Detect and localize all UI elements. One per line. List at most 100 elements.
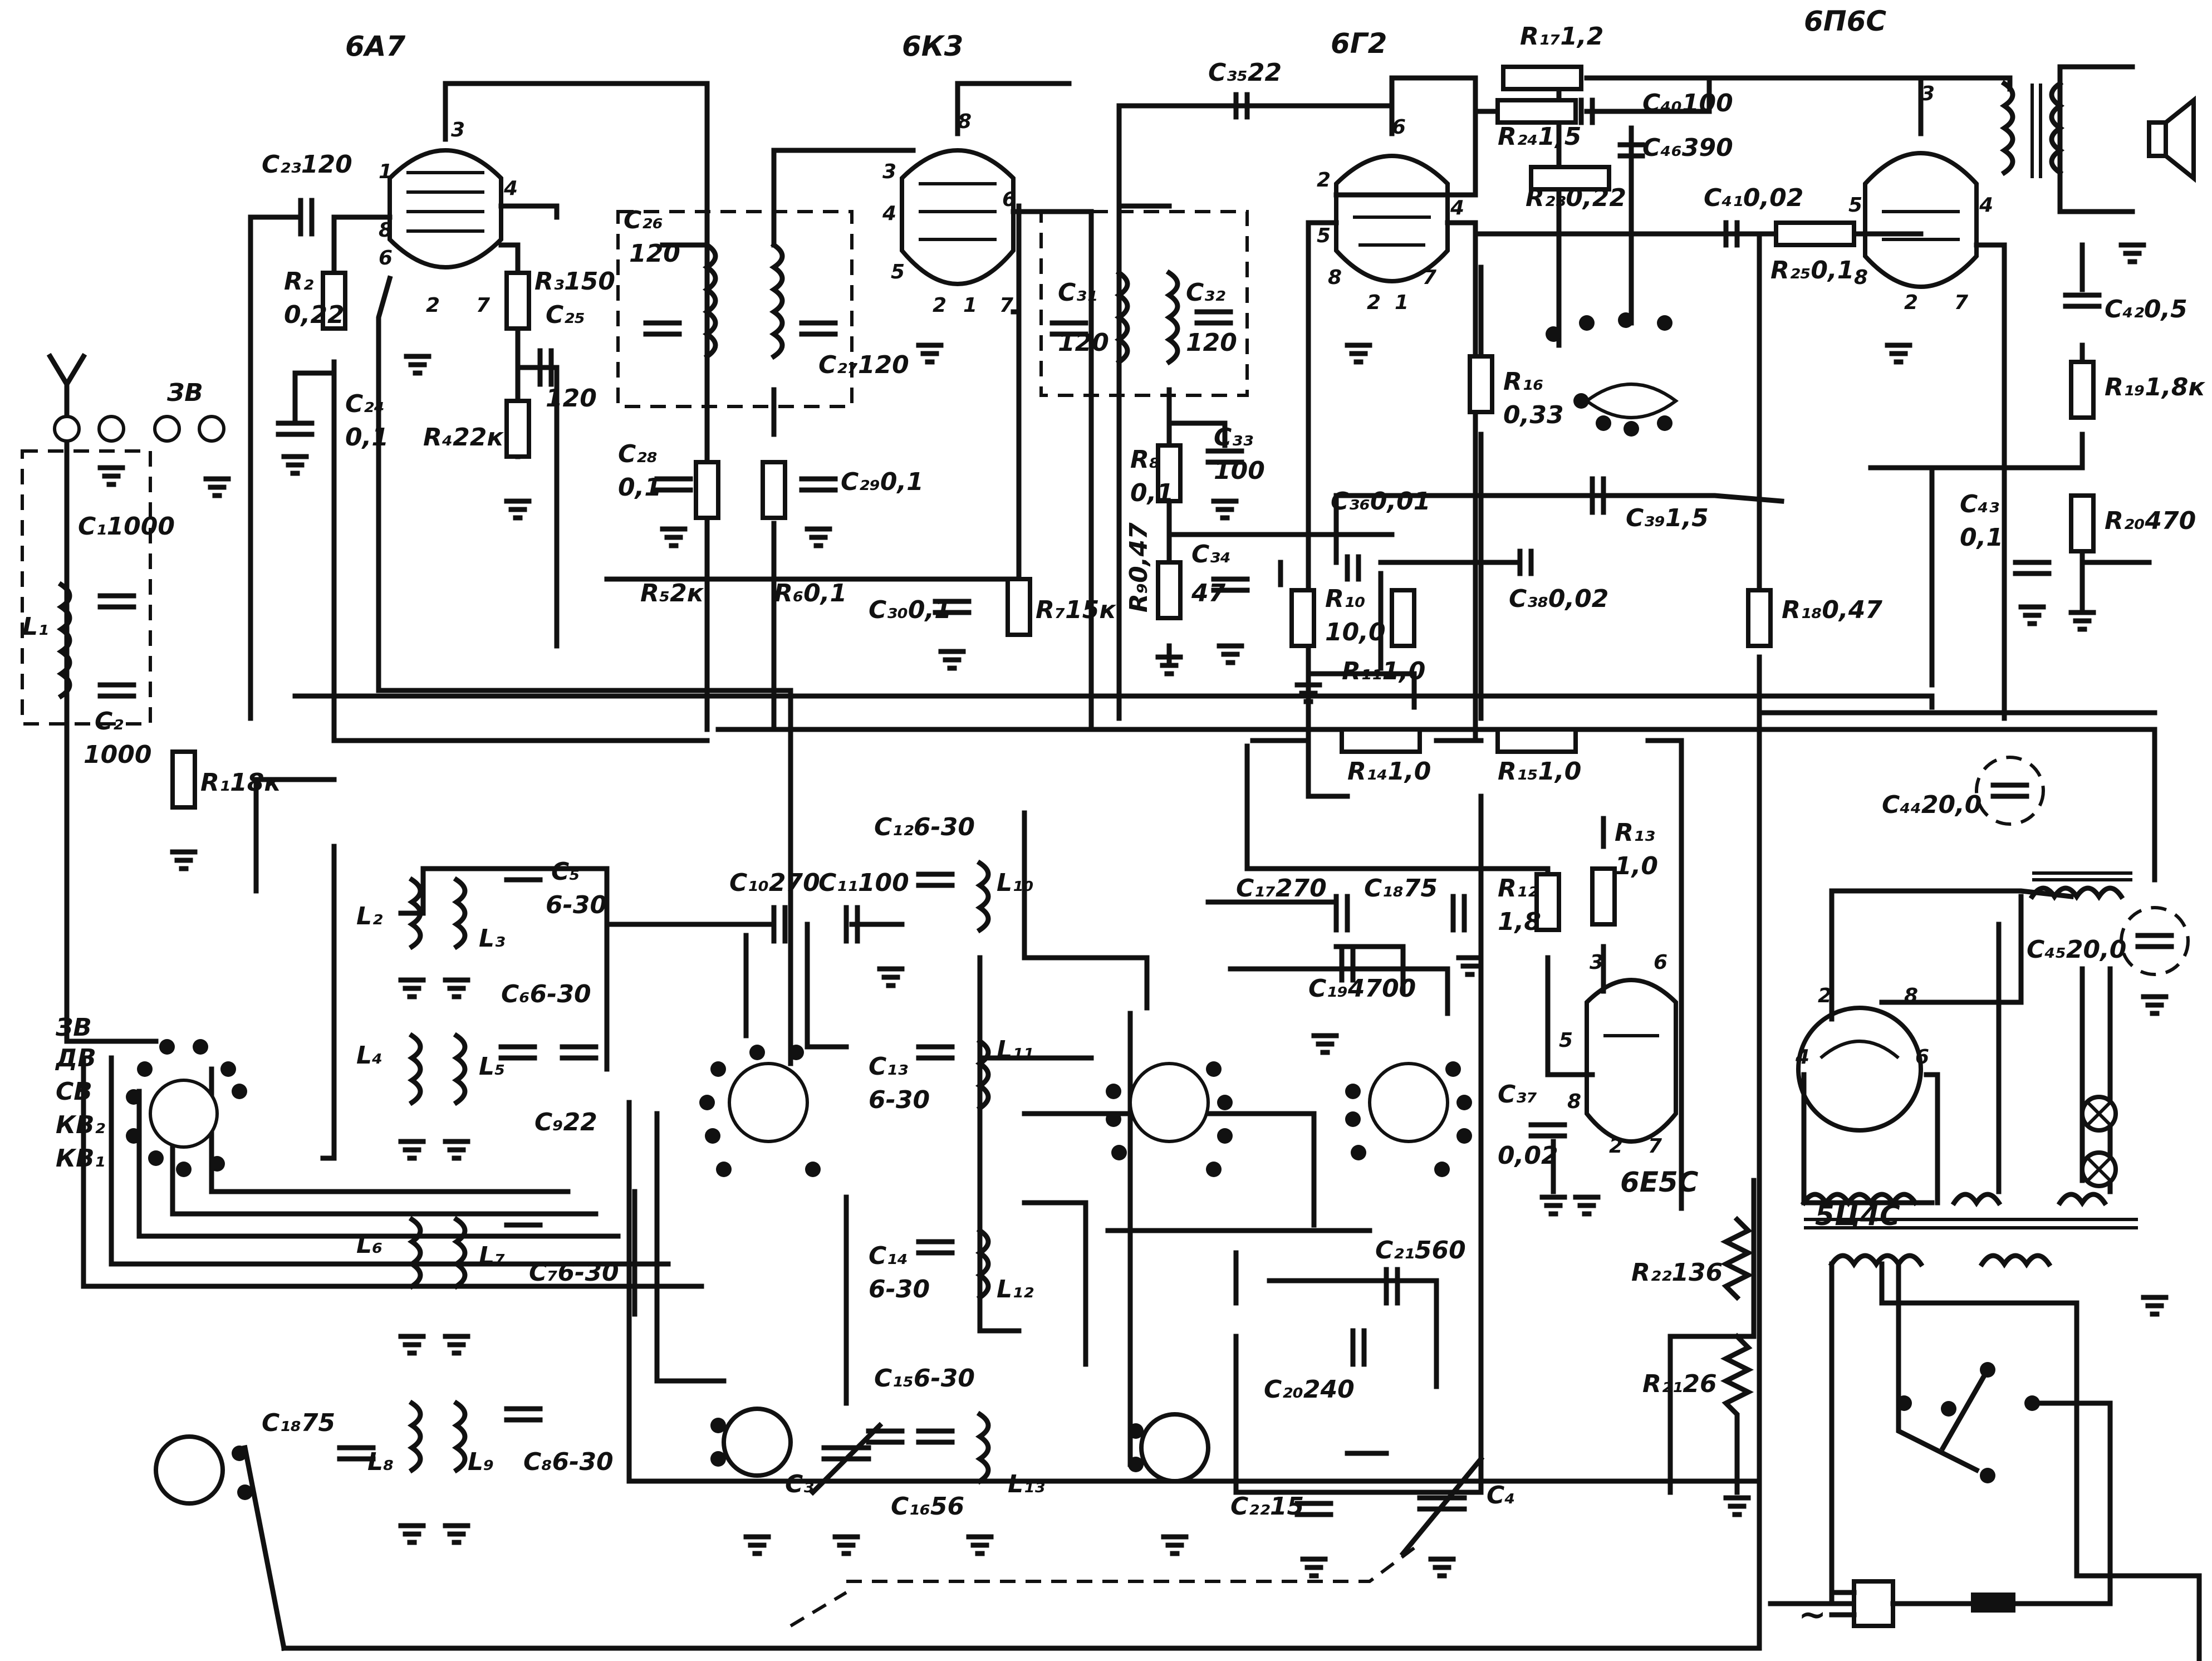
resistor-r25 (1774, 221, 1856, 247)
capacitor-c45 (2120, 906, 2190, 976)
label-r18: R₁₈0,47 (1782, 596, 1882, 624)
label-c13: C₁₃ (869, 1052, 908, 1081)
ground-icon (832, 1534, 860, 1556)
label-l9: L₉ (468, 1448, 494, 1476)
coil-l1 (56, 581, 72, 700)
label-c32-value: 120 (1186, 329, 1237, 357)
capacitor-c17 (1333, 894, 1350, 933)
pin: 3 (451, 119, 465, 141)
coil-if2-primary (1114, 269, 1130, 366)
label-c37-value: 0,02 (1498, 1141, 1558, 1170)
tone-switch (1546, 312, 1679, 437)
coil-l12 (975, 1227, 991, 1301)
label-c14-value: 6-30 (869, 1275, 930, 1304)
label-c43: C₄₃ (1960, 490, 1999, 518)
label-c35: C₃₅22 (1208, 58, 1282, 87)
label-c26-value: 120 (629, 239, 680, 268)
label-c17: C₁₇270 (1236, 874, 1327, 903)
mains-plug-icon (1829, 1579, 1979, 1628)
label-r13: R₁₃ (1615, 819, 1655, 847)
label-c24-value: 0,1 (345, 423, 389, 452)
capacitor-c43 (2013, 560, 2052, 576)
filter-choke (2028, 885, 2125, 901)
ground-icon (398, 1139, 426, 1161)
label-r5: R₅2к (640, 579, 704, 607)
label-r11: R₁₁1,0 (1342, 657, 1425, 685)
label-l8: L₈ (367, 1448, 394, 1476)
capacitor-c28 (654, 476, 693, 493)
capacitor-c41 (1723, 220, 1740, 248)
capacitor-c24 (276, 420, 315, 437)
resistor-r21 (1720, 1332, 1754, 1495)
if-can-2 (1039, 210, 1249, 397)
capacitor-c9 (560, 1044, 599, 1061)
label-c9: C₉22 (534, 1108, 597, 1136)
resistor-r8 (1156, 443, 1183, 503)
voltage-selector (1896, 1362, 2040, 1483)
label-c31-value: 120 (1058, 329, 1109, 357)
pickup-socket (154, 1434, 253, 1506)
capacitor-c22 (1294, 1501, 1333, 1517)
label-c7: C₇6-30 (529, 1258, 619, 1287)
ground-icon (966, 1534, 994, 1556)
coil-can-l1 (21, 449, 152, 726)
ground-icon (170, 849, 198, 871)
switches (126, 312, 2040, 1506)
pin: 4 (1795, 1046, 1809, 1069)
ground-icon (2141, 1295, 2169, 1317)
label-r8: R₈ (1130, 445, 1160, 474)
pin: 2 (1317, 169, 1331, 192)
pin: 5 (1848, 194, 1862, 217)
ground-icon (398, 1334, 426, 1356)
ground-icon (398, 977, 426, 999)
resistor-r4 (504, 399, 531, 459)
label-c5: C₅ (551, 858, 580, 886)
resistor-r11 (1390, 588, 1416, 648)
resistor-r16 (1468, 354, 1494, 414)
ground-icon (805, 526, 832, 548)
band-label: КВ₂ (56, 1111, 105, 1139)
pin: 1 (963, 294, 977, 317)
ground-icon (443, 1139, 470, 1161)
label-c24: C₂₄ (345, 390, 385, 418)
label-c20: C₂₀240 (1264, 1375, 1355, 1404)
coil-l10 (975, 859, 991, 934)
capacitor-c18a (337, 1445, 376, 1462)
label-r9: R₉0,47 (1125, 522, 1153, 613)
pin: 2 (933, 294, 946, 317)
ground-icon (938, 649, 966, 671)
band-label: СВ (56, 1077, 92, 1106)
antenna-icon (46, 352, 87, 443)
capacitor-c13 (916, 1044, 955, 1061)
label-l3: L₃ (479, 924, 505, 953)
capacitor-c12 (916, 871, 955, 888)
label-c30: C₃₀0,1 (869, 596, 951, 624)
ground-icon (1311, 1033, 1339, 1055)
pin: 6 (1002, 188, 1016, 211)
capacitor-c20 (1350, 1328, 1367, 1367)
label-l10: L₁₀ (997, 869, 1034, 897)
coil-l13 (975, 1410, 991, 1485)
tube-6p6s (1863, 151, 1979, 289)
capacitors (97, 92, 2190, 1557)
label-r2: R₂ (284, 267, 313, 296)
resistor-r6 (761, 460, 787, 520)
pin: 8 (1328, 266, 1342, 289)
resistor-r22 (1720, 1216, 1754, 1301)
coil-l3 (452, 876, 468, 950)
pin: 6 (1654, 951, 1667, 974)
ground-icon (404, 354, 431, 376)
label-c34: C₃₄ (1191, 540, 1231, 569)
capacitor-c33 (1205, 448, 1244, 465)
ground-icon (1294, 682, 1322, 704)
pin: 7 (476, 294, 490, 317)
pin: 2 (1367, 291, 1381, 314)
capacitor-c23 (298, 198, 315, 237)
resistors (170, 65, 2096, 1495)
coil-l11 (975, 1037, 991, 1112)
label-c3: C₃ (785, 1470, 814, 1498)
label-c5-value: 6-30 (546, 891, 607, 919)
coil-if2-secondary (1164, 269, 1180, 366)
capacitor-c30 (933, 599, 972, 615)
label-c28-value: 0,1 (618, 473, 661, 502)
